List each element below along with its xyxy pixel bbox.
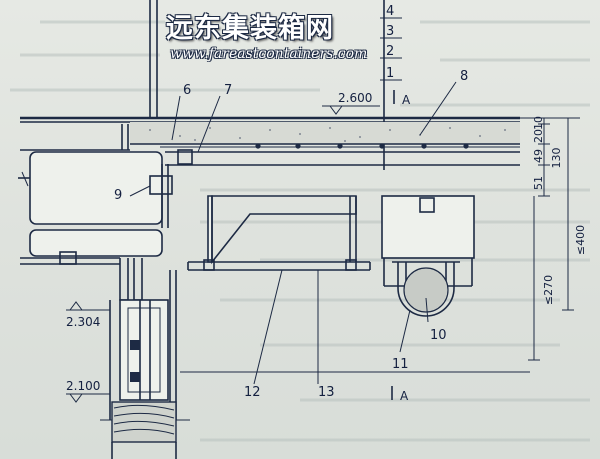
callout-9: 9 bbox=[114, 188, 122, 203]
dim-51: 51 bbox=[532, 176, 545, 190]
layer-label-1: 1 bbox=[386, 66, 394, 81]
level-marker-2100 bbox=[66, 393, 110, 403]
support-bracket bbox=[187, 195, 371, 271]
pipe-support bbox=[381, 195, 475, 317]
lower-wall-detail bbox=[20, 251, 190, 421]
callout-12: 12 bbox=[244, 385, 261, 400]
section-mark-top-label: A bbox=[402, 93, 411, 107]
dim-130: 130 bbox=[550, 148, 563, 169]
callout-8: 8 bbox=[460, 69, 468, 84]
dimension-chain bbox=[520, 117, 580, 361]
floor-slab bbox=[20, 116, 520, 166]
callout-13: 13 bbox=[318, 385, 335, 400]
dim-20: 20 bbox=[532, 129, 545, 143]
level-2600-label: 2.600 bbox=[338, 91, 372, 105]
concrete-layer bbox=[130, 122, 520, 144]
dim-max-400: ≤400 bbox=[574, 225, 587, 255]
layer-label-3: 3 bbox=[386, 24, 394, 39]
level-2304-label: 2.304 bbox=[66, 315, 100, 329]
leader-lines bbox=[129, 81, 530, 385]
callout-7: 7 bbox=[224, 83, 232, 98]
callout-11: 11 bbox=[392, 357, 409, 372]
section-mark-bottom-label: A bbox=[400, 389, 409, 403]
layer-number-labels: 4 3 2 1 bbox=[386, 4, 394, 81]
section-mark-labels: A A bbox=[400, 93, 411, 403]
timber-sill bbox=[111, 401, 177, 459]
dim-max-270: ≤270 bbox=[542, 275, 555, 305]
dim-10: 10 bbox=[532, 116, 545, 130]
layer-label-4: 4 bbox=[386, 4, 394, 19]
watermark-url: www.fareastcontainers.com bbox=[170, 46, 368, 62]
level-marker-2600 bbox=[322, 105, 380, 115]
level-2100-label: 2.100 bbox=[66, 379, 100, 393]
left-structure bbox=[18, 0, 193, 257]
background-text-lines bbox=[10, 20, 590, 442]
callout-6: 6 bbox=[183, 83, 191, 98]
dim-49: 49 bbox=[532, 149, 545, 163]
callout-labels: 6 7 8 9 10 11 12 13 bbox=[114, 69, 468, 400]
watermark-brand: 远东集装箱网 bbox=[166, 13, 334, 44]
dimension-labels: 10 20 49 130 51 ≤400 ≤270 bbox=[532, 116, 587, 305]
layer-label-2: 2 bbox=[386, 44, 394, 59]
level-marker-2304 bbox=[66, 301, 110, 311]
level-labels: 2.600 2.304 2.100 bbox=[66, 91, 372, 393]
callout-10: 10 bbox=[430, 328, 447, 343]
